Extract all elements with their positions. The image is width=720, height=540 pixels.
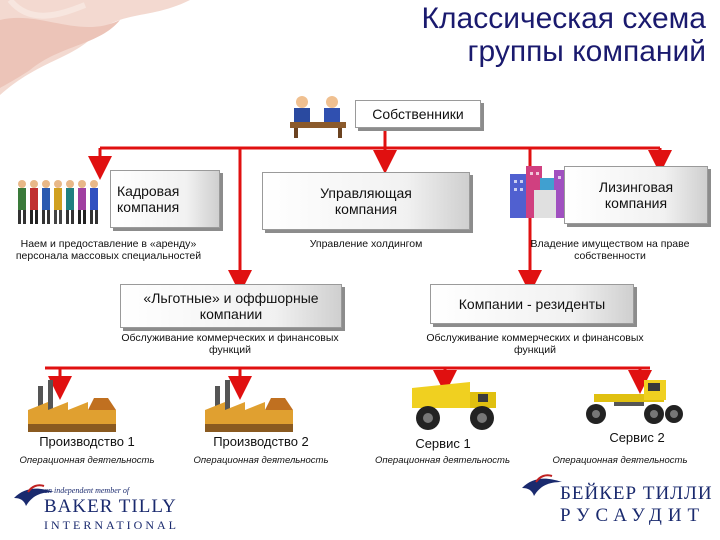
leasing-company-box: Лизинговая компания [564, 166, 708, 224]
bird-logo-icon [14, 484, 54, 506]
logo-name-ru: БЕЙКЕР ТИЛЛИ [560, 483, 713, 504]
unit-label: Сервис 2 [609, 430, 665, 445]
unit-caption: Операционная деятельность [375, 455, 510, 466]
logo-sub-ru: РУСАУДИТ [560, 505, 706, 526]
unit-caption: Операционная деятельность [193, 455, 329, 466]
residents-caption: Обслуживание коммерческих и финансовых ф… [426, 332, 644, 356]
offshore-caption: Обслуживание коммерческих и финансовых ф… [121, 332, 339, 356]
owners-box: Собственники [355, 100, 481, 128]
people-group-icon [18, 180, 98, 224]
management-company-caption: Управление холдингом [309, 238, 423, 250]
grader-icon [586, 380, 683, 424]
logo-sub: INTERNATIONAL [44, 518, 179, 532]
decorative-swirl [0, 0, 190, 95]
unit-label: Сервис 1 [415, 436, 471, 451]
unit-label: Производство 1 [39, 434, 135, 449]
unit-label: Производство 2 [213, 434, 309, 449]
logo-name: BAKER TILLY [44, 496, 177, 517]
management-company-box: Управляющая компания [262, 172, 470, 230]
dump-truck-icon [412, 382, 496, 430]
owners-meeting-icon [290, 96, 346, 138]
unit-caption: Операционная деятельность [552, 455, 688, 466]
logo-tagline: an independent member of [44, 486, 130, 495]
hr-company-caption: Наем и предоставление в «аренду» персона… [15, 238, 202, 262]
factory-icon [28, 380, 116, 432]
bird-logo-icon [522, 474, 562, 496]
factory-icon [205, 380, 293, 432]
resident-companies-box: Компании - резиденты [430, 284, 634, 324]
page-title: Классическая схема группы компаний [421, 2, 706, 68]
hr-company-box: Кадровая компания [110, 170, 220, 228]
offshore-companies-box: «Льготные» и оффшорные компании [120, 284, 342, 328]
unit-caption: Операционная деятельность [19, 455, 155, 466]
leasing-company-caption: Владение имуществом на праве собственнос… [530, 238, 690, 262]
